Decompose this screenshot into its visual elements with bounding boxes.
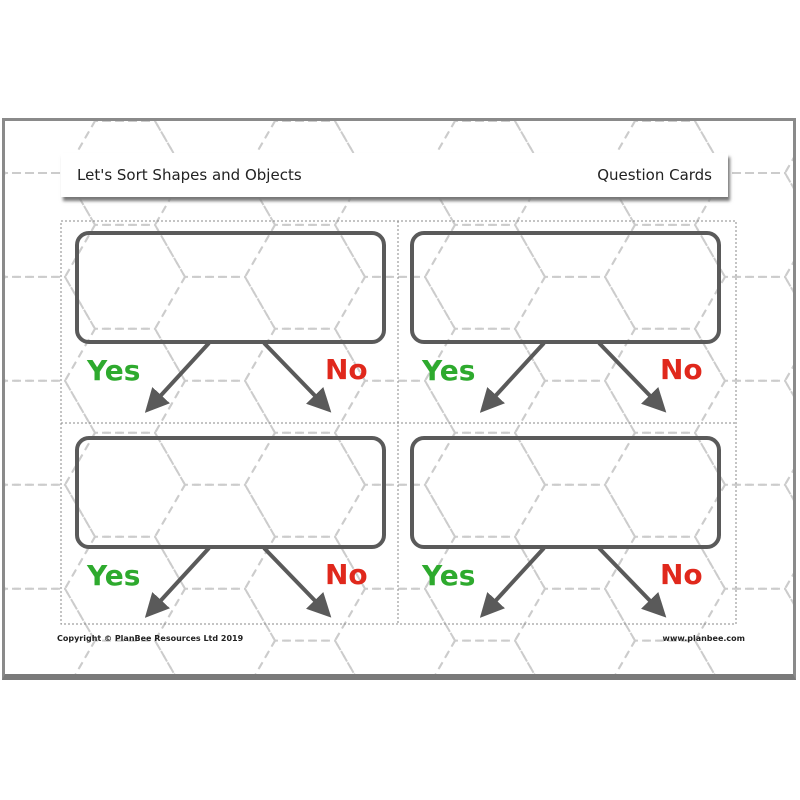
no-label: No	[660, 558, 703, 591]
no-arrow	[262, 546, 332, 618]
question-card: Yes No	[396, 426, 733, 627]
question-box	[410, 231, 721, 344]
no-label: No	[660, 353, 703, 386]
yes-label: Yes	[87, 559, 141, 592]
yes-arrow	[479, 341, 546, 413]
worksheet-subtitle: Question Cards	[597, 166, 712, 184]
question-box	[75, 231, 386, 344]
no-label: No	[325, 353, 368, 386]
yes-arrow	[479, 546, 546, 618]
question-box	[75, 436, 386, 549]
question-card: Yes No	[396, 221, 733, 422]
no-arrow	[597, 341, 667, 413]
yes-arrow	[144, 546, 211, 618]
worksheet-page: Let's Sort Shapes and Objects Question C…	[2, 118, 796, 680]
no-label: No	[325, 558, 368, 591]
yes-arrow	[144, 341, 211, 413]
cut-lines	[60, 220, 737, 625]
header-bar: Let's Sort Shapes and Objects Question C…	[61, 153, 728, 197]
no-arrow	[262, 341, 332, 413]
website-text: www.planbee.com	[662, 634, 745, 643]
copyright-text: Copyright © PlanBee Resources Ltd 2019	[57, 634, 244, 643]
yes-label: Yes	[87, 354, 141, 387]
question-box	[410, 436, 721, 549]
worksheet-title: Let's Sort Shapes and Objects	[77, 166, 302, 184]
yes-label: Yes	[422, 559, 476, 592]
yes-label: Yes	[422, 354, 476, 387]
question-card: Yes No	[61, 426, 398, 627]
question-card: Yes No	[61, 221, 398, 422]
no-arrow	[597, 546, 667, 618]
